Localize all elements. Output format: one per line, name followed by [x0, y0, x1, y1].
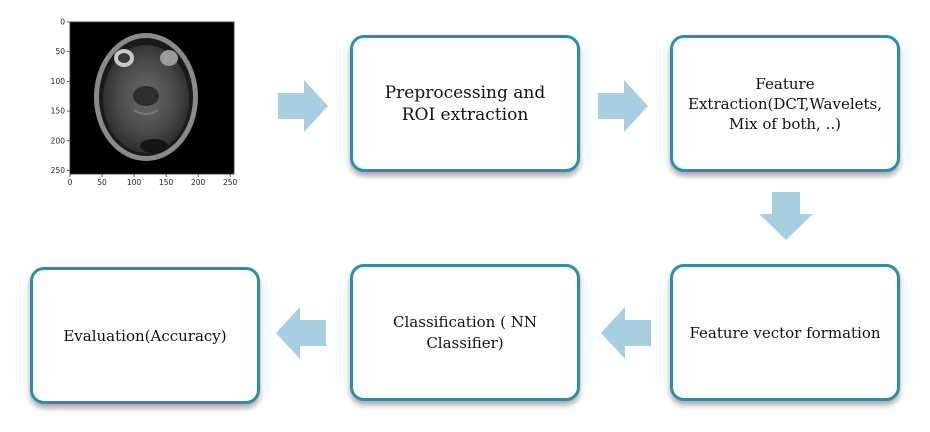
x-axis-ticks: 0 50 100 150 200 250: [68, 174, 238, 187]
mri-scan-image: 0 50 100 150 200 250 0 50 100 150 200 250: [51, 18, 238, 187]
x-tick-label: 50: [97, 178, 107, 187]
arrow-left-1-icon: [601, 307, 651, 359]
feature-extraction-box: Feature Extraction(DCT,Wavelets, Mix of …: [670, 35, 900, 172]
feature-vector-box: Feature vector formation: [670, 264, 900, 401]
preprocessing-line-1: Preprocessing and: [384, 82, 546, 103]
y-axis-ticks: 0 50 100 150 200 250: [51, 18, 70, 175]
y-tick-label: 200: [51, 136, 66, 145]
feature-extraction-line-2: Extraction(DCT,Wavelets,: [688, 94, 882, 113]
evaluation-line-1: Evaluation(Accuracy): [63, 326, 227, 345]
x-tick-label: 150: [159, 178, 174, 187]
y-tick-label: 150: [51, 107, 66, 116]
feature-extraction-line-1: Feature: [755, 74, 815, 93]
preprocessing-box: Preprocessing and ROI extraction: [350, 35, 580, 172]
evaluation-box: Evaluation(Accuracy): [30, 267, 260, 404]
feature-vector-line-1: Feature vector formation: [689, 323, 881, 342]
feature-extraction-line-3: Mix of both, ..): [729, 114, 841, 133]
y-tick-label: 50: [55, 47, 65, 56]
arrow-right-2-icon: [598, 80, 648, 132]
preprocessing-line-2: ROI extraction: [401, 104, 529, 125]
x-tick-label: 200: [191, 178, 206, 187]
right-orbit: [160, 50, 178, 66]
classification-line-1: Classification ( NN: [393, 312, 537, 331]
classification-line-2: Classifier): [426, 333, 504, 352]
x-tick-label: 100: [127, 178, 142, 187]
arrow-right-1-icon: [278, 80, 328, 132]
classification-box: Classification ( NN Classifier): [350, 264, 580, 401]
y-tick-label: 0: [60, 18, 65, 27]
x-tick-label: 0: [68, 178, 73, 187]
x-tick-label: 250: [223, 178, 238, 187]
arrow-left-2-icon: [276, 307, 326, 359]
y-tick-label: 250: [51, 166, 66, 175]
arrow-down-icon: [759, 192, 813, 240]
y-tick-label: 100: [51, 77, 66, 86]
